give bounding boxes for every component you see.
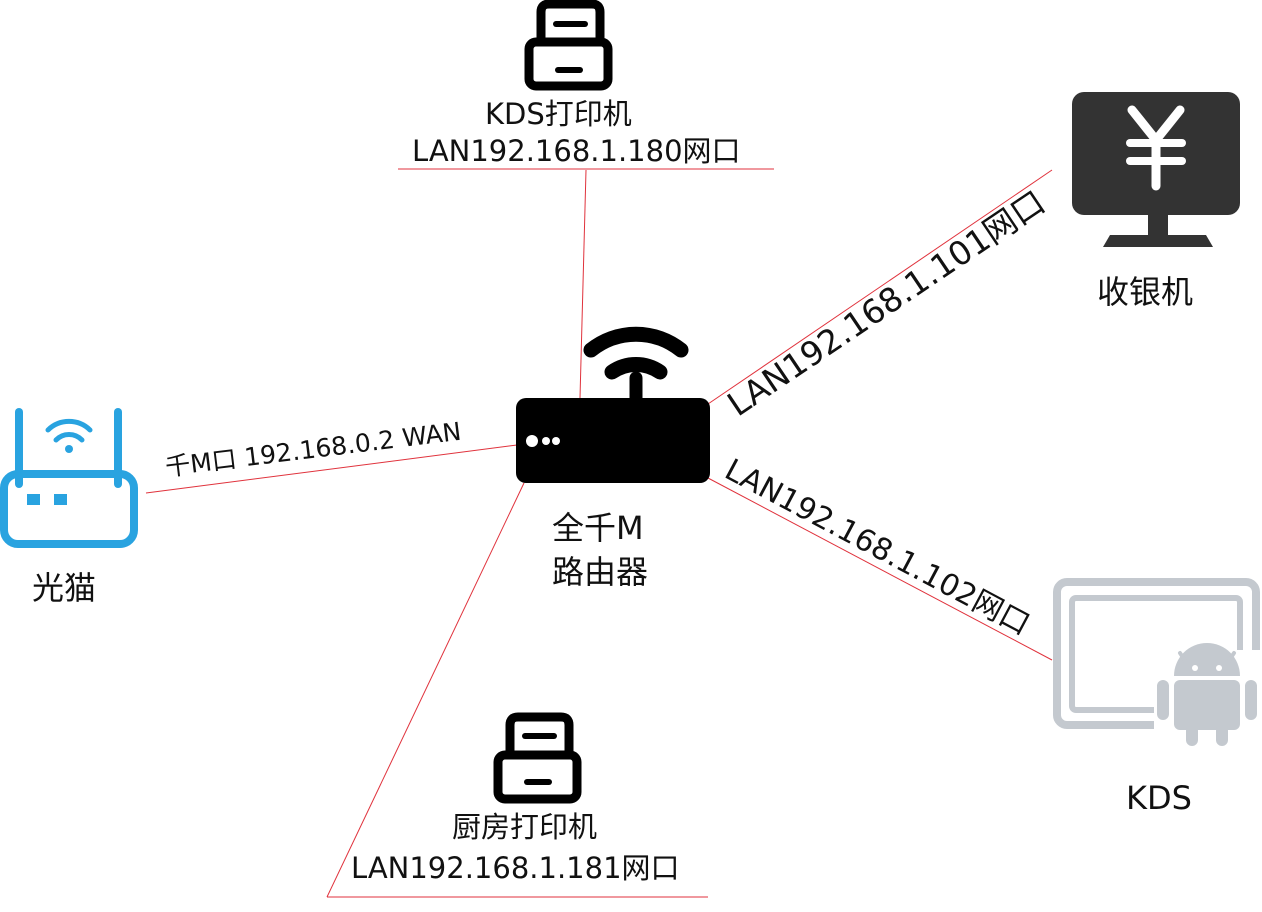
link-router-kds-printer — [579, 169, 587, 399]
kds-printer-address: LAN192.168.1.180网口 — [412, 134, 741, 168]
router-label-line1: 全千M — [552, 509, 644, 547]
kitchen-printer-address: LAN192.168.1.181网口 — [351, 851, 680, 885]
pos-label: 收银机 — [1097, 273, 1194, 311]
kds-printer-name: KDS打印机 — [485, 97, 632, 131]
link-router-pos — [707, 169, 1053, 405]
optical-modem-icon — [0, 408, 138, 548]
kds-printer-icon — [524, 0, 613, 91]
kitchen-printer-icon — [493, 712, 582, 804]
link-router-modem — [145, 444, 518, 494]
kds-label: KDS — [1126, 779, 1192, 817]
link-router-kitchen-printer — [326, 482, 525, 898]
router-label-line2: 路由器 — [552, 553, 649, 591]
android-tablet-icon — [1053, 578, 1262, 746]
modem-label: 光猫 — [32, 569, 97, 607]
kitchen-printer-name: 厨房打印机 — [452, 810, 598, 844]
cash-register-icon — [1072, 92, 1240, 247]
link-router-kds — [707, 477, 1053, 661]
wifi-router-icon — [516, 326, 710, 483]
